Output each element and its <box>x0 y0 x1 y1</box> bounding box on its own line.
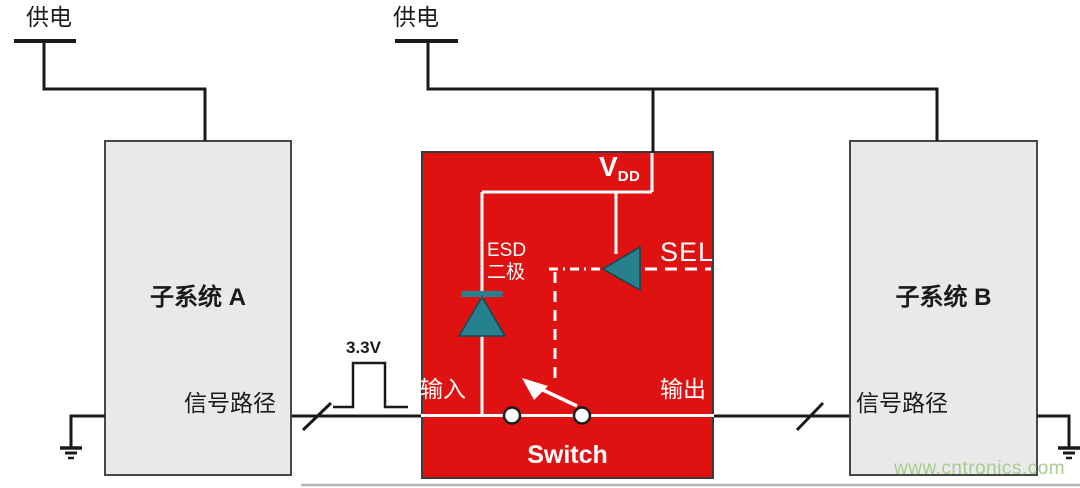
watermark: www.cntronics.com <box>894 458 1066 479</box>
subsystem-b-box <box>849 140 1038 476</box>
signal-path-a-label: 信号路径 <box>184 390 276 416</box>
ground-right-icon <box>1037 414 1080 460</box>
vdd-subscript: DD <box>617 168 641 185</box>
signal-wire-left <box>292 401 421 432</box>
ground-left-icon <box>60 414 105 460</box>
subsystem-a-box <box>104 140 292 476</box>
power-left-label: 供电 <box>26 4 72 30</box>
power-mid-label: 供电 <box>393 4 439 30</box>
sel-label: SEL <box>660 237 715 267</box>
esd-label-line1: ESD <box>487 240 527 261</box>
subsystem-a-label: 子系统 A <box>150 284 246 311</box>
switch-ic-box <box>421 151 714 479</box>
input-label: 输入 <box>420 376 466 402</box>
power-rail-left-icon <box>14 39 207 141</box>
output-label: 输出 <box>660 376 706 402</box>
esd-label-line2: 二极 <box>487 262 526 283</box>
subsystem-b-label: 子系统 B <box>895 284 992 311</box>
vdd-main: V <box>599 151 618 182</box>
signal-wire-right <box>714 401 849 432</box>
signal-path-b-label: 信号路径 <box>856 390 948 416</box>
power-rail-mid-icon <box>395 39 939 153</box>
vdd-label: VDD <box>599 151 641 186</box>
pulse-voltage-label: 3.3V <box>346 338 381 357</box>
switch-label: Switch <box>527 441 608 469</box>
pulse-waveform-icon <box>333 361 408 409</box>
